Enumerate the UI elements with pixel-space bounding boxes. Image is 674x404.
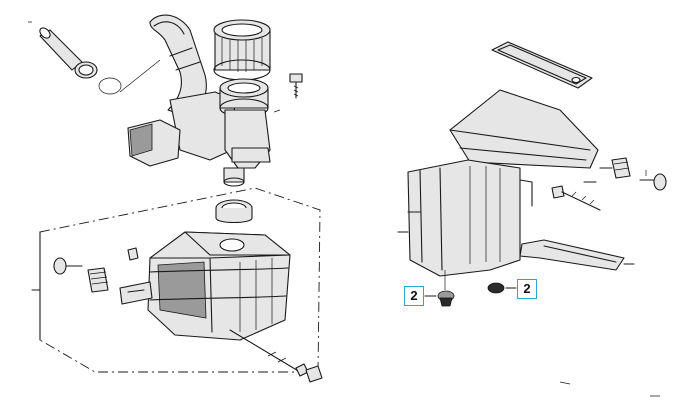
- bracket: [519, 239, 625, 271]
- bolt: [289, 73, 303, 83]
- housing-plate: [491, 41, 593, 89]
- callout-grommet-right: 2: [517, 279, 537, 299]
- long-bolt: [229, 329, 301, 373]
- lower-assembly-frame: [31, 187, 321, 373]
- o-ring: [98, 77, 122, 95]
- air-cleaner-housing: [397, 41, 667, 290]
- grommet-left: [424, 290, 455, 307]
- resonator-box: [53, 199, 323, 383]
- housing-cover: [449, 89, 599, 169]
- grommet: [87, 267, 109, 293]
- grommet-right: [487, 282, 517, 294]
- housing-lower: [407, 159, 521, 277]
- callout-grommet-left: 2: [404, 286, 424, 306]
- mount-bolt: [653, 173, 667, 191]
- corner-marks: [28, 21, 660, 397]
- screw-head: [53, 257, 67, 275]
- small-nut: [127, 247, 139, 261]
- rubber-mount: [611, 157, 631, 179]
- intake-duct-assembly: [39, 14, 303, 187]
